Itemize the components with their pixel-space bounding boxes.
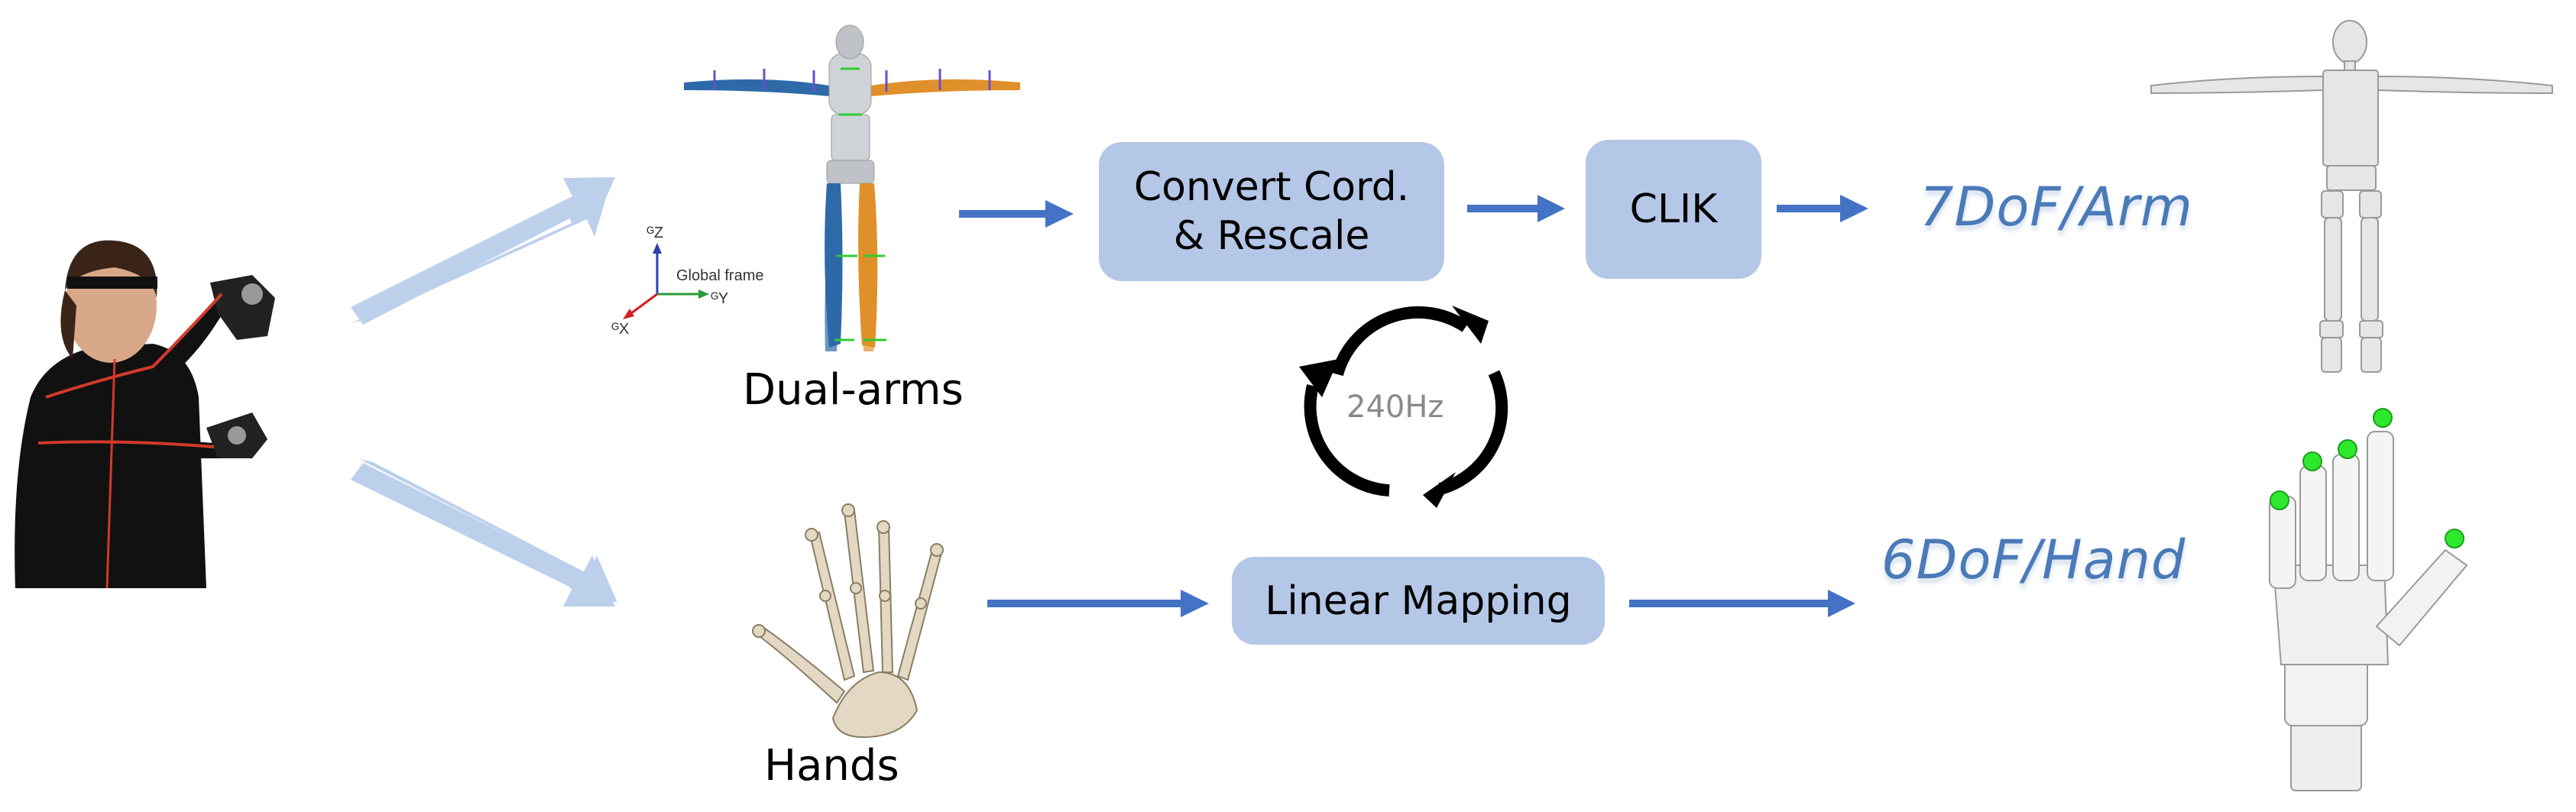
axis-z-label: ᴳZ	[646, 225, 664, 241]
axis-x-label: ᴳX	[611, 321, 630, 338]
hands-label: Hands	[764, 741, 899, 791]
hand-dof-label: 6DoF/Hand	[1881, 529, 2186, 591]
linear-mapping-box: Linear Mapping	[1232, 557, 1605, 645]
global-frame-axes	[623, 243, 709, 319]
robot-hand	[2269, 408, 2468, 791]
pipeline-arrows	[959, 195, 1868, 617]
convert-rescale-box: Convert Cord. & Rescale	[1099, 142, 1444, 281]
dual-arms-label: Dual-arms	[743, 365, 964, 415]
clik-box: CLIK	[1586, 140, 1761, 279]
humanoid-robot	[2150, 20, 2553, 373]
hand-skeleton	[752, 503, 944, 739]
operator-illustration	[15, 240, 275, 589]
axis-y-label: ᴳY	[711, 290, 729, 307]
global-frame-title: Global frame	[676, 267, 764, 284]
arm-dof-label: 7DoF/Arm	[1920, 176, 2193, 238]
cycle-arrows	[1304, 306, 1508, 497]
dual-arms-skeleton	[684, 24, 1020, 351]
rate-label: 240Hz	[1346, 390, 1444, 425]
